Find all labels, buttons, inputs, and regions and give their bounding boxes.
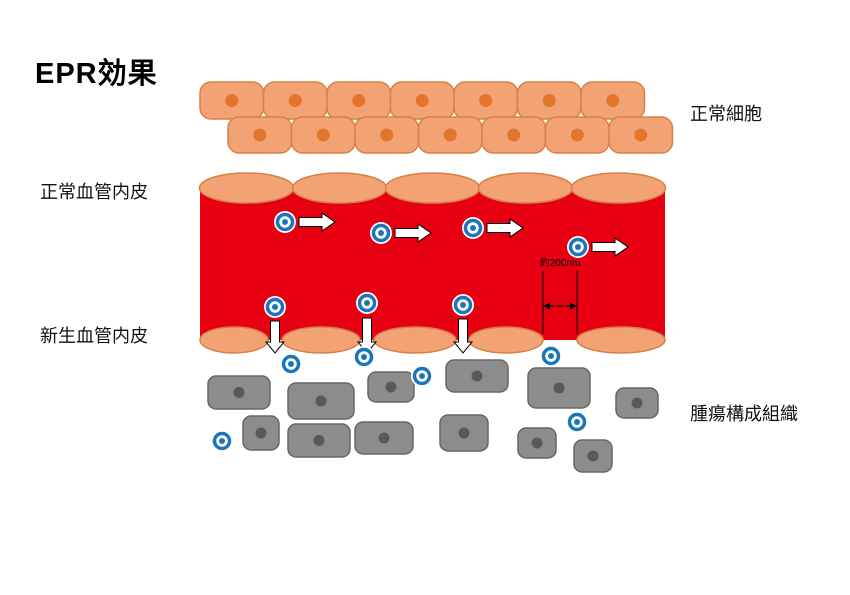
- flow-arrow: [394, 223, 432, 243]
- nanoparticle-core: [575, 244, 581, 250]
- flow-arrow: [298, 212, 336, 232]
- nanoparticle-core: [548, 353, 554, 359]
- normal-cell-nucleus: [415, 94, 429, 107]
- label-neovascular-endothelium: 新生血管内皮: [40, 326, 148, 346]
- tumor-cell-nucleus: [378, 432, 390, 444]
- nanoparticle-core: [282, 219, 288, 225]
- tumor-cell-nucleus: [233, 387, 245, 398]
- tumor-cell-nucleus: [531, 437, 543, 449]
- normal-cell-nucleus: [225, 94, 239, 107]
- label-normal-vascular-endothelium: 正常血管内皮: [40, 182, 148, 202]
- nanoparticle-core: [219, 438, 225, 444]
- normal-cell-nucleus: [570, 128, 584, 142]
- normal-cell-nucleus: [288, 94, 302, 107]
- endothelium-cell-top: [291, 172, 388, 204]
- nanoparticle-core: [378, 230, 384, 236]
- endothelium-cell-bottom: [576, 326, 666, 354]
- nanoparticle-core: [574, 419, 580, 425]
- extravasation-arrow: [452, 318, 474, 354]
- normal-cell-nucleus: [253, 128, 267, 142]
- nanoparticle-core: [460, 302, 466, 308]
- endothelium-cell-bottom: [373, 326, 457, 354]
- gap-size-label: 約200nm: [540, 256, 581, 269]
- normal-cell-nucleus: [316, 128, 330, 142]
- tumor-cell-nucleus: [587, 450, 599, 462]
- normal-cell-nucleus: [380, 128, 394, 142]
- endothelium-cell-top: [384, 172, 481, 204]
- normal-cell-nucleus: [479, 94, 493, 107]
- blood-vessel: [200, 188, 665, 340]
- tumor-cell-nucleus: [385, 381, 397, 393]
- endothelium-cell-top: [570, 172, 667, 204]
- normal-cell-nucleus: [634, 128, 648, 142]
- nanoparticle-core: [470, 225, 476, 231]
- tumor-cell-nucleus: [255, 427, 267, 439]
- extravasation-arrow: [356, 317, 378, 354]
- diagram-title: EPR効果: [35, 58, 158, 90]
- tumor-cell-nucleus: [458, 427, 470, 439]
- endothelium-cell-top: [198, 172, 295, 204]
- nanoparticle-core: [364, 300, 370, 306]
- label-normal-cells: 正常細胞: [690, 104, 762, 124]
- tumor-cell-nucleus: [631, 397, 643, 409]
- nanoparticle-core: [361, 354, 367, 360]
- extravasation-arrow: [264, 320, 286, 354]
- normal-cell-nucleus: [443, 128, 457, 142]
- label-tumor-tissue: 腫瘍構成組織: [690, 404, 798, 424]
- flow-arrow: [486, 218, 524, 238]
- nanoparticle-core: [419, 373, 425, 379]
- normal-cell-nucleus: [352, 94, 366, 107]
- normal-cell-nucleus: [542, 94, 556, 107]
- normal-cell-nucleus: [507, 128, 521, 142]
- tumor-cell-nucleus: [313, 435, 325, 446]
- nanoparticle-core: [288, 361, 294, 367]
- endothelium-cell-bottom: [281, 326, 361, 354]
- endothelium-cell-bottom: [468, 326, 544, 354]
- nanoparticle-core: [272, 304, 278, 310]
- tumor-cell-nucleus: [471, 370, 483, 382]
- gap-arrowhead-right: [570, 302, 577, 310]
- endothelium-cell-top: [477, 172, 574, 204]
- endothelium-cell-bottom: [199, 326, 269, 354]
- flow-arrow: [591, 237, 629, 257]
- normal-cell-nucleus: [606, 94, 620, 107]
- tumor-cell-nucleus: [553, 382, 565, 394]
- gap-arrowhead-left: [543, 302, 550, 310]
- tumor-cell-nucleus: [315, 395, 327, 407]
